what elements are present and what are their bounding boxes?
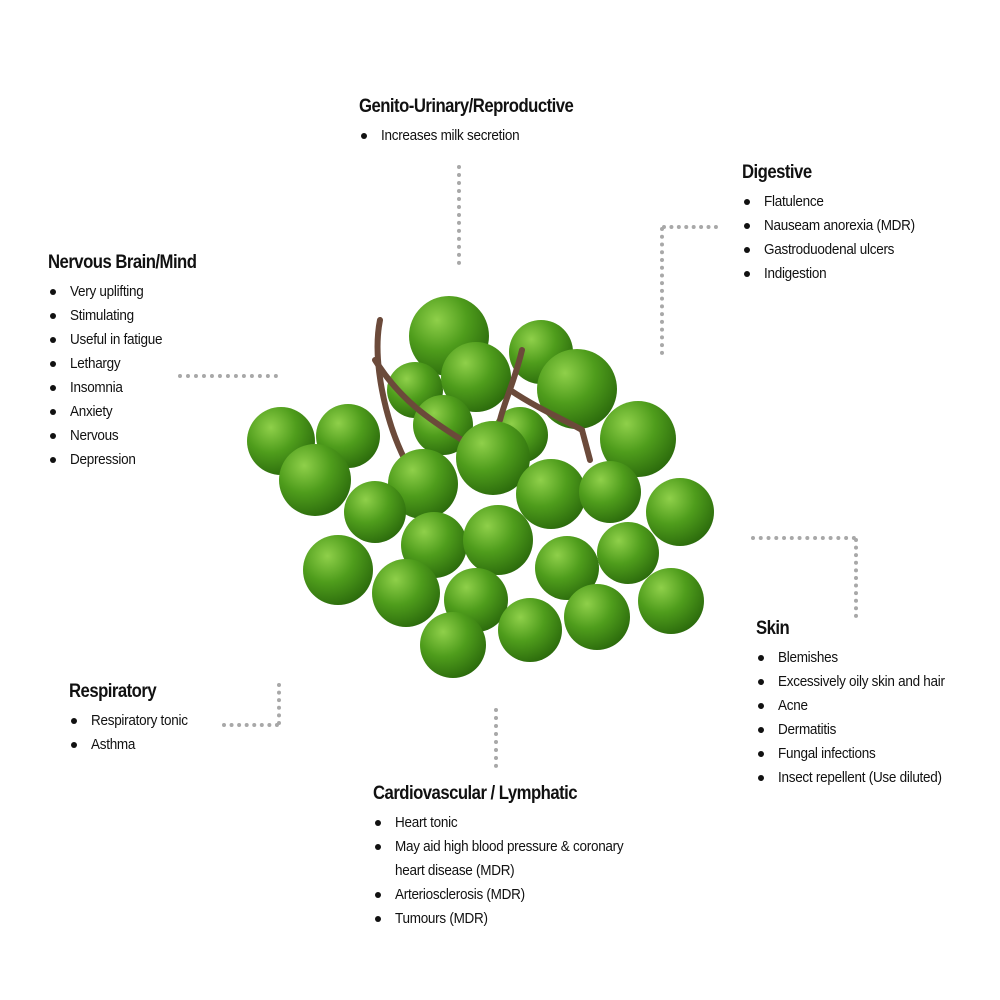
list-item: Gastroduodenal ulcers xyxy=(742,238,932,262)
list-item: Dermatitis xyxy=(756,718,963,742)
list-item: Acne xyxy=(756,694,963,718)
item-text: Gastroduodenal ulcers xyxy=(764,241,895,258)
connector-nervous xyxy=(178,374,278,378)
section-title: Cardiovascular / Lymphatic xyxy=(373,783,578,804)
list-item: Stimulating xyxy=(48,304,217,328)
item-text: Fungal infections xyxy=(778,745,876,762)
list-item: Arteriosclerosis (MDR) xyxy=(373,883,650,907)
stem xyxy=(507,387,585,433)
section-title: Digestive xyxy=(742,162,812,183)
list-item: Depression xyxy=(48,448,217,472)
berry xyxy=(344,481,406,543)
section-skin: Skin Blemishes Excessively oily skin and… xyxy=(756,618,963,790)
section-cardio: Cardiovascular / Lymphatic Heart tonic M… xyxy=(373,783,650,931)
item-text: Indigestion xyxy=(764,265,827,282)
item-text: Heart tonic xyxy=(395,814,458,831)
section-title: Skin xyxy=(756,618,790,639)
item-text: Lethargy xyxy=(70,355,121,372)
section-respiratory: Respiratory Respiratory tonic Asthma xyxy=(69,681,198,757)
section-title: Genito-Urinary/Reproductive xyxy=(359,96,574,117)
list-item: May aid high blood pressure & coronary h… xyxy=(373,835,650,883)
list-item: Respiratory tonic xyxy=(69,709,198,733)
connector-respiratory-h xyxy=(222,723,279,727)
berry xyxy=(600,401,676,477)
section-title: Nervous Brain/Mind xyxy=(48,252,197,273)
list-item: Excessively oily skin and hair xyxy=(756,670,963,694)
list-item: Indigestion xyxy=(742,262,932,286)
berry xyxy=(420,612,486,678)
item-text: Nervous xyxy=(70,427,119,444)
berry xyxy=(279,444,351,516)
berry xyxy=(579,461,641,523)
connector-digestive-h xyxy=(662,225,718,229)
item-text: Depression xyxy=(70,451,136,468)
list-item: Fungal infections xyxy=(756,742,963,766)
connector-digestive-v xyxy=(660,227,664,355)
stem xyxy=(579,427,593,463)
item-text: Anxiety xyxy=(70,403,113,420)
stem xyxy=(372,357,465,443)
list-item: Tumours (MDR) xyxy=(373,907,650,931)
berry xyxy=(535,536,599,600)
berry xyxy=(456,421,530,495)
stem xyxy=(374,317,408,463)
list-item: Very uplifting xyxy=(48,280,217,304)
list-item: Insomnia xyxy=(48,376,217,400)
item-text: Insomnia xyxy=(70,379,123,396)
berry xyxy=(372,559,440,627)
list-item: Flatulence xyxy=(742,190,932,214)
item-text: May aid high blood pressure & coronary h… xyxy=(395,838,624,879)
item-text: Excessively oily skin and hair xyxy=(778,673,945,690)
item-text: Respiratory tonic xyxy=(91,712,188,729)
item-text: Very uplifting xyxy=(70,283,144,300)
connector-skin-v xyxy=(854,538,858,618)
item-text: Nauseam anorexia (MDR) xyxy=(764,217,915,234)
berry xyxy=(597,522,659,584)
section-genito: Genito-Urinary/Reproductive Increases mi… xyxy=(359,96,603,148)
berry xyxy=(303,535,373,605)
connector-respiratory-v xyxy=(277,683,281,725)
item-text: Dermatitis xyxy=(778,721,837,738)
item-text: Stimulating xyxy=(70,307,134,324)
list-item: Asthma xyxy=(69,733,198,757)
berry xyxy=(537,349,617,429)
section-nervous: Nervous Brain/Mind Very uplifting Stimul… xyxy=(48,252,217,472)
list-item: Useful in fatigue xyxy=(48,328,217,352)
connector-cardio xyxy=(494,708,498,768)
item-text: Asthma xyxy=(91,736,136,753)
berry xyxy=(646,478,714,546)
berry xyxy=(463,505,533,575)
item-text: Arteriosclerosis (MDR) xyxy=(395,886,525,903)
list-item: Heart tonic xyxy=(373,811,650,835)
connector-skin-h xyxy=(751,536,856,540)
item-text: Tumours (MDR) xyxy=(395,910,488,927)
berry xyxy=(638,568,704,634)
section-title: Respiratory xyxy=(69,681,157,702)
list-item: Nervous xyxy=(48,424,217,448)
list-item: Nauseam anorexia (MDR) xyxy=(742,214,932,238)
item-text: Useful in fatigue xyxy=(70,331,163,348)
berry xyxy=(498,598,562,662)
connector-genito xyxy=(457,165,461,265)
section-digestive: Digestive Flatulence Nauseam anorexia (M… xyxy=(742,162,932,286)
list-item: Lethargy xyxy=(48,352,217,376)
list-item: Increases milk secretion xyxy=(359,124,603,148)
list-item: Insect repellent (Use diluted) xyxy=(756,766,963,790)
berry xyxy=(441,342,511,412)
item-text: Flatulence xyxy=(764,193,824,210)
item-text: Increases milk secretion xyxy=(381,127,520,144)
item-text: Blemishes xyxy=(778,649,838,666)
berry xyxy=(388,449,458,519)
item-text: Acne xyxy=(778,697,808,714)
list-item: Anxiety xyxy=(48,400,217,424)
item-text: Insect repellent (Use diluted) xyxy=(778,769,942,786)
list-item: Blemishes xyxy=(756,646,963,670)
berry xyxy=(564,584,630,650)
berry xyxy=(516,459,586,529)
